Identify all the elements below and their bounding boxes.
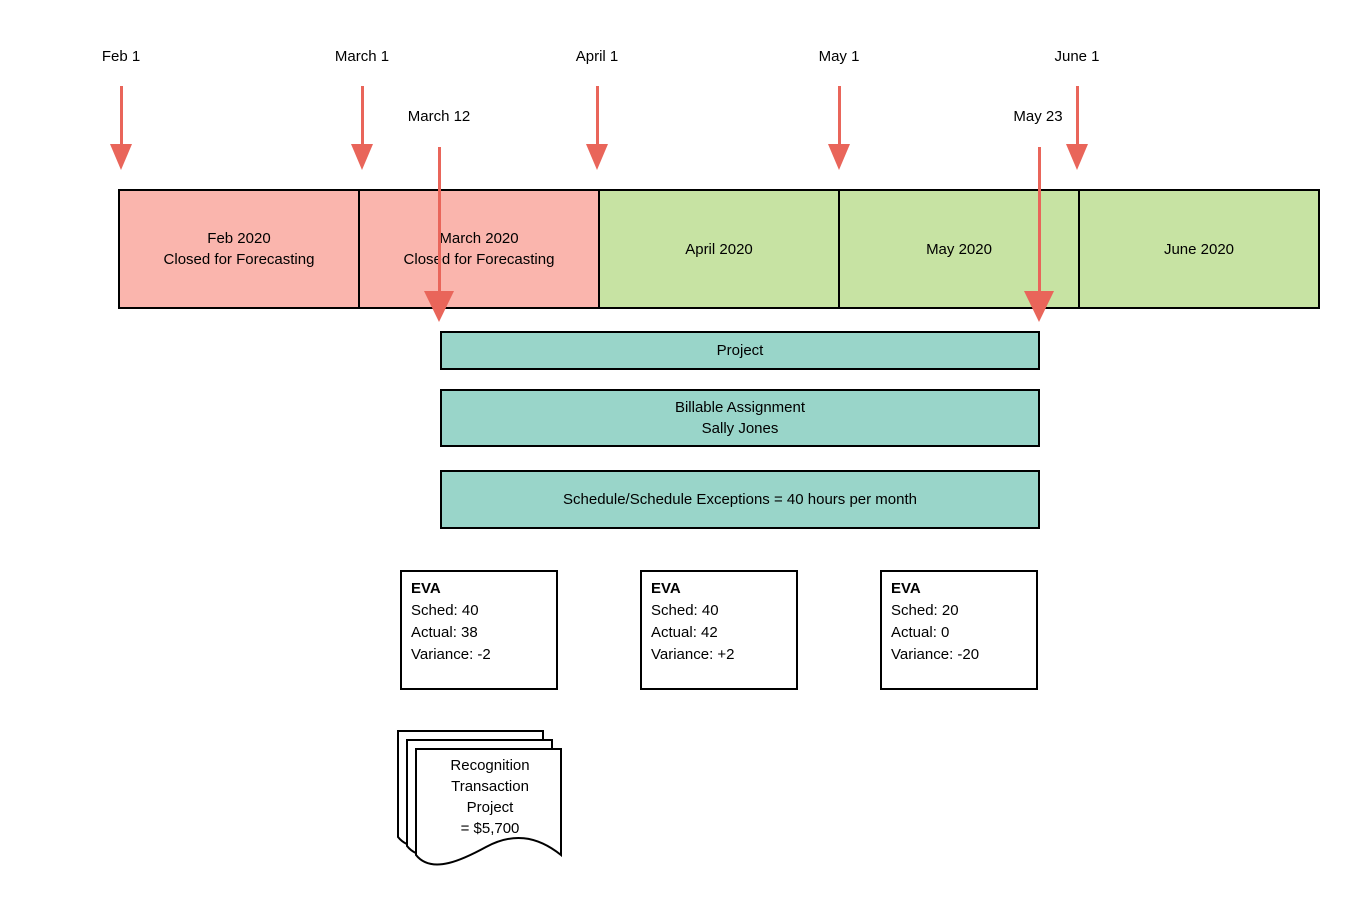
down-arrow-icon xyxy=(1066,144,1088,170)
eva-sched: Sched: 40 xyxy=(411,602,479,619)
arrow-shaft xyxy=(119,86,123,144)
eva-box-may: EVA Sched: 20 Actual: 0 Variance: -20 xyxy=(880,570,1038,690)
segment-march-2020: March 2020 Closed for Forecasting xyxy=(358,189,600,309)
segment-status: Closed for Forecasting xyxy=(403,251,555,268)
bar-label: Schedule/Schedule Exceptions = 40 hours … xyxy=(563,491,917,508)
date-label-april-1: April 1 xyxy=(575,48,619,65)
eva-sched: Sched: 20 xyxy=(891,602,959,619)
arrow-shaft xyxy=(837,86,841,144)
down-arrow-icon xyxy=(424,291,454,322)
date-label-feb-1: Feb 1 xyxy=(101,48,141,65)
document-line: Project xyxy=(466,799,514,816)
arrow-shaft xyxy=(437,147,441,291)
arrow-shaft xyxy=(595,86,599,144)
date-label-may-1: May 1 xyxy=(818,48,860,65)
month-timeline: Feb 2020 Closed for Forecasting March 20… xyxy=(118,189,1320,309)
segment-feb-2020: Feb 2020 Closed for Forecasting xyxy=(118,189,360,309)
document-line: = $5,700 xyxy=(460,820,520,837)
bar-label: Billable Assignment xyxy=(674,399,806,416)
down-arrow-icon xyxy=(1024,291,1054,322)
eva-box-april: EVA Sched: 40 Actual: 42 Variance: +2 xyxy=(640,570,798,690)
segment-status: Closed for Forecasting xyxy=(163,251,315,268)
eva-box-march: EVA Sched: 40 Actual: 38 Variance: -2 xyxy=(400,570,558,690)
down-arrow-icon xyxy=(110,144,132,170)
segment-month: Feb 2020 xyxy=(207,230,271,247)
arrow-march-1 xyxy=(351,86,373,170)
eva-title: EVA xyxy=(891,580,921,597)
eva-actual: Actual: 0 xyxy=(891,624,950,641)
eva-actual: Actual: 38 xyxy=(411,624,478,641)
arrow-march-12 xyxy=(424,147,454,322)
bar-sublabel: Sally Jones xyxy=(701,420,779,437)
arrow-shaft xyxy=(1075,86,1079,144)
bar-billable-assignment: Billable Assignment Sally Jones xyxy=(440,389,1040,447)
segment-month: May 2020 xyxy=(926,240,992,258)
bar-schedule-exceptions: Schedule/Schedule Exceptions = 40 hours … xyxy=(440,470,1040,529)
date-label-march-1: March 1 xyxy=(334,48,390,65)
arrow-june-1 xyxy=(1066,86,1088,170)
document-line: Recognition xyxy=(450,757,530,774)
event-label-may-23: May 23 xyxy=(1013,108,1063,125)
eva-variance: Variance: -20 xyxy=(891,646,980,663)
bar-project: Project xyxy=(440,331,1040,370)
eva-sched: Sched: 40 xyxy=(651,602,719,619)
eva-actual: Actual: 42 xyxy=(651,624,718,641)
segment-month: March 2020 xyxy=(439,230,519,247)
multi-document-icon xyxy=(397,730,562,866)
eva-title: EVA xyxy=(651,580,681,597)
recognition-document: Recognition Transaction Project = $5,700 xyxy=(418,755,562,839)
arrow-feb-1 xyxy=(110,86,132,170)
document-line: Transaction xyxy=(451,778,529,795)
segment-june-2020: June 2020 xyxy=(1078,189,1320,309)
segment-month: June 2020 xyxy=(1163,240,1235,258)
eva-variance: Variance: -2 xyxy=(411,646,491,663)
bar-label: Project xyxy=(716,342,764,359)
arrow-april-1 xyxy=(586,86,608,170)
eva-title: EVA xyxy=(411,580,441,597)
arrow-shaft xyxy=(360,86,364,144)
arrow-may-23 xyxy=(1024,147,1054,322)
arrow-may-1 xyxy=(828,86,850,170)
segment-april-2020: April 2020 xyxy=(598,189,840,309)
date-label-june-1: June 1 xyxy=(1054,48,1100,65)
arrow-shaft xyxy=(1037,147,1041,291)
event-label-march-12: March 12 xyxy=(407,108,471,125)
down-arrow-icon xyxy=(586,144,608,170)
segment-month: April 2020 xyxy=(685,240,753,258)
down-arrow-icon xyxy=(828,144,850,170)
eva-variance: Variance: +2 xyxy=(651,646,735,663)
down-arrow-icon xyxy=(351,144,373,170)
